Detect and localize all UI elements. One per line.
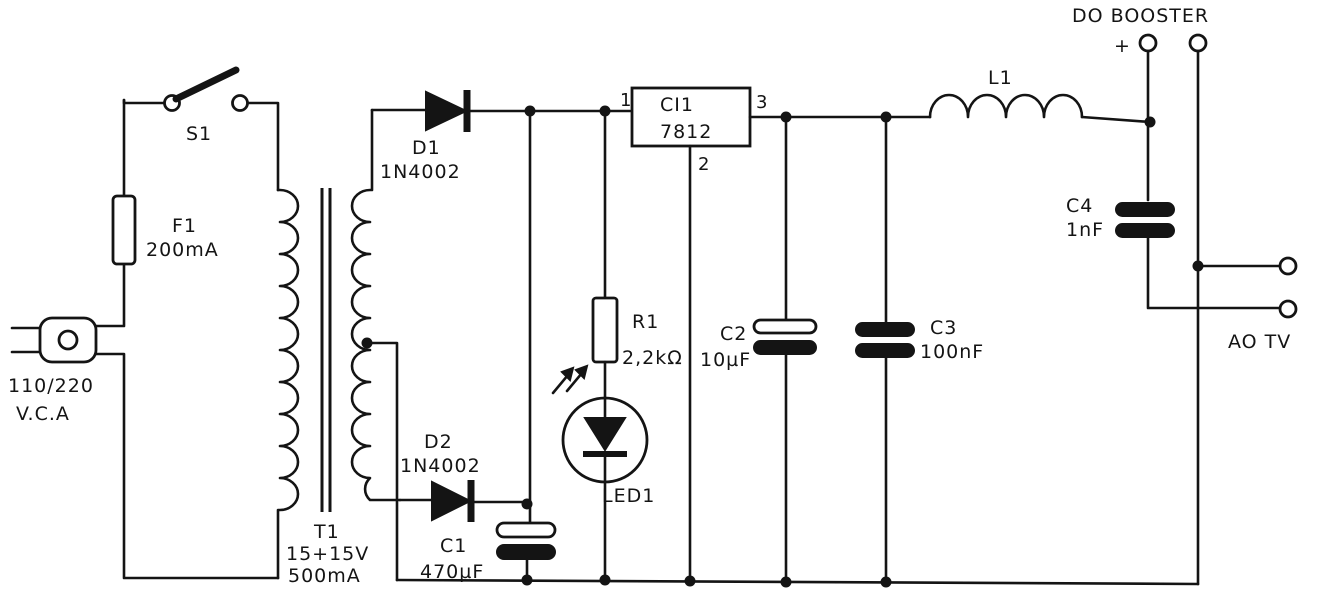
d1-part-label: 1N4002 <box>380 161 461 183</box>
switch-s1 <box>122 66 280 192</box>
d2-part-label: 1N4002 <box>400 455 481 477</box>
led-1 <box>551 364 649 582</box>
tv-terminals <box>1196 256 1298 319</box>
fuse-name-label: F1 <box>172 215 197 237</box>
transformer-name-label: T1 <box>313 521 340 543</box>
diode-d2 <box>398 480 532 522</box>
transformer-spec1-label: 15+15V <box>286 543 369 565</box>
ic-pin3-label: 3 <box>756 92 767 113</box>
led-name-label: LED1 <box>602 485 655 507</box>
plus-sign-label: + <box>1114 35 1131 57</box>
switch-label: S1 <box>186 123 212 145</box>
booster-terminals <box>1138 33 1208 586</box>
capacitor-c2 <box>752 115 818 582</box>
c4-name-label: C4 <box>1066 195 1093 217</box>
capacitor-c4 <box>1115 202 1282 310</box>
c1-value-label: 470µF <box>420 561 484 583</box>
tv-output-label: AO TV <box>1228 331 1291 353</box>
capacitor-c3 <box>855 115 915 582</box>
transformer-t1 <box>276 108 402 582</box>
inductor-l1 <box>884 93 1152 124</box>
d1-name-label: D1 <box>412 137 441 159</box>
c2-value-label: 10µF <box>700 349 751 371</box>
resistor-r1 <box>591 109 619 400</box>
power-in-label-line1: 110/220 <box>8 375 94 397</box>
c1-name-label: C1 <box>440 535 467 557</box>
diode-d1 <box>370 90 632 132</box>
r1-value-label: 2,2kΩ <box>622 347 683 369</box>
c3-value-label: 100nF <box>920 341 984 363</box>
ic-part-label: 7812 <box>660 121 712 143</box>
c2-name-label: C2 <box>720 323 747 345</box>
ic-pin2-label: 2 <box>698 154 709 175</box>
ic-name-label: CI1 <box>660 94 694 116</box>
c3-name-label: C3 <box>930 317 957 339</box>
capacitor-c1 <box>495 521 557 582</box>
mains-plug <box>10 98 280 580</box>
fuse-value-label: 200mA <box>146 239 219 261</box>
ground-rail <box>395 574 1200 588</box>
regulator-ci1 <box>630 86 888 582</box>
ic-pin1-label: 1 <box>620 90 631 111</box>
power-in-label-line2: V.C.A <box>16 403 70 425</box>
c4-value-label: 1nF <box>1066 219 1104 241</box>
booster-output-label: DO BOOSTER <box>1072 5 1209 27</box>
d2-name-label: D2 <box>424 431 453 453</box>
l1-name-label: L1 <box>988 67 1013 89</box>
transformer-spec2-label: 500mA <box>288 565 361 587</box>
fuse-f1 <box>111 194 137 266</box>
r1-name-label: R1 <box>632 311 659 333</box>
